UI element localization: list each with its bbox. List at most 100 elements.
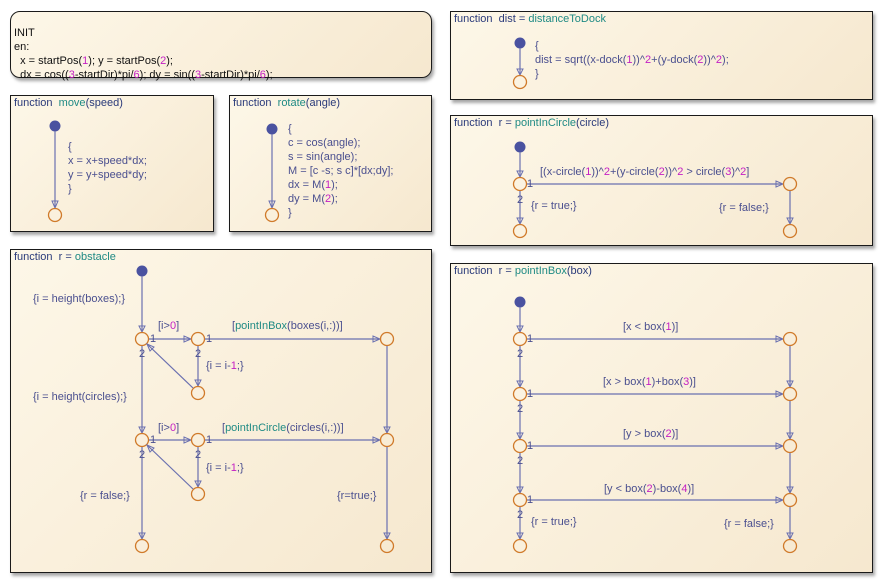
move-function-title: function move(speed) — [14, 97, 123, 109]
arrowhead-icon — [268, 200, 276, 210]
order-label: 1 — [527, 333, 534, 345]
arrowhead-icon — [516, 486, 524, 495]
junction — [190, 432, 206, 448]
order-label: 2 — [517, 348, 524, 360]
junction — [782, 386, 798, 402]
arrowhead-icon — [775, 442, 785, 450]
arrowhead-icon — [194, 480, 202, 489]
arrowhead-icon — [786, 380, 794, 389]
junction — [782, 331, 798, 347]
order-label: 2 — [195, 348, 202, 360]
box-condition[interactable]: [pointInBox(boxes(i,:))] — [232, 320, 343, 332]
true-action[interactable]: {r = true;} — [531, 516, 577, 528]
arrowhead-icon — [516, 380, 524, 389]
move-function-box[interactable]: function move(speed) { x = x+speed*dx; y… — [10, 95, 214, 232]
loop-junction — [134, 432, 150, 448]
move-diagram — [47, 120, 63, 223]
init-boxes-action[interactable]: {i = height(boxes);} — [33, 293, 126, 305]
order-label: 1 — [527, 440, 534, 452]
terminal-junction — [264, 207, 280, 223]
init-state-code: INIT en: x = startPos(1); y = startPos(2… — [14, 12, 273, 82]
order-label: 1 — [527, 178, 534, 190]
junction — [190, 385, 206, 401]
box-diagram — [512, 296, 798, 554]
junction — [190, 486, 206, 502]
arrowhead-icon — [183, 436, 193, 444]
arrowhead-icon — [383, 532, 391, 541]
junction — [782, 176, 798, 192]
entry-label: en: — [14, 41, 30, 53]
distance-function-box[interactable]: function dist = distanceToDock { dist = … — [450, 11, 873, 100]
guard-label[interactable]: [i>0] — [158, 320, 180, 332]
circle-function-title: function r = pointInCircle(circle) — [454, 117, 610, 129]
junction — [379, 331, 395, 347]
arrowhead-icon — [786, 432, 794, 441]
arrowhead-icon — [194, 379, 202, 388]
arrowhead-icon — [516, 217, 524, 226]
circle-condition[interactable]: [pointInCircle(circles(i,:))] — [222, 422, 344, 434]
obstacle-function-title: function r = obstacle — [14, 251, 116, 263]
terminal-junction — [512, 538, 528, 554]
condition-2[interactable]: [x > box(1)+box(3)] — [603, 376, 696, 388]
arrowhead-icon — [775, 180, 785, 188]
box-function-title: function r = pointInBox(box) — [454, 265, 592, 277]
rotate-function-box[interactable]: function rotate(angle) { c = cos(angle);… — [229, 95, 432, 232]
transition-line — [146, 444, 194, 490]
init-line-2: dx = cos((3-startDir)*pi/6); dy = sin((3… — [20, 69, 273, 81]
init-state[interactable]: INIT en: x = startPos(1); y = startPos(2… — [10, 11, 432, 81]
order-label: 2 — [517, 455, 524, 467]
order-label: 2 — [139, 449, 146, 461]
box-function-box[interactable]: function r = pointInBox(box) [x < box(1)… — [450, 263, 873, 573]
init-circles-action[interactable]: {i = height(circles);} — [33, 391, 127, 403]
arrowhead-icon — [786, 532, 794, 541]
junction — [782, 438, 798, 454]
guard-label[interactable]: [i>0] — [158, 422, 180, 434]
arrowhead-icon — [516, 325, 524, 334]
transition-line — [146, 343, 194, 389]
condition-3[interactable]: [y > box(2)] — [623, 428, 679, 440]
order-label: 2 — [517, 509, 524, 521]
arrowhead-icon — [183, 335, 193, 343]
decision-junction — [512, 176, 528, 192]
arrowhead-icon — [383, 426, 391, 435]
obstacle-function-box[interactable]: function r = obstacle — [10, 249, 432, 573]
decrement-action[interactable]: {i = i-1;} — [206, 360, 244, 372]
default-transition-dot — [49, 120, 61, 132]
arrowhead-icon — [775, 390, 785, 398]
true-action[interactable]: {r=true;} — [337, 490, 377, 502]
arrowhead-icon — [775, 496, 785, 504]
decrement-action[interactable]: {i = i-1;} — [206, 462, 244, 474]
obstacle-diagram — [134, 265, 395, 554]
order-label: 1 — [150, 333, 157, 345]
arrowhead-icon — [516, 432, 524, 441]
circle-diagram — [512, 141, 798, 239]
decision-junction — [512, 438, 528, 454]
terminal-junction — [782, 223, 798, 239]
init-state-name: INIT — [14, 27, 35, 39]
junction — [782, 492, 798, 508]
circle-function-box[interactable]: function r = pointInCircle(circle) [(x-c… — [450, 115, 873, 246]
true-action[interactable]: {r = true;} — [531, 200, 577, 212]
order-label: 1 — [206, 434, 213, 446]
order-label: 1 — [527, 494, 534, 506]
default-transition-dot — [514, 37, 526, 49]
arrowhead-icon — [138, 325, 146, 334]
false-action[interactable]: {r = false;} — [724, 518, 774, 530]
false-action[interactable]: {r = false;} — [719, 202, 769, 214]
distance-diagram — [512, 37, 528, 90]
false-action[interactable]: {r = false;} — [80, 490, 130, 502]
transition-condition[interactable]: [(x-circle(1))^2+(y-circle(2))^2 > circl… — [540, 166, 750, 178]
condition-1[interactable]: [x < box(1)] — [623, 321, 679, 333]
order-label: 1 — [206, 333, 213, 345]
arrowhead-icon — [372, 335, 382, 343]
arrowhead-icon — [146, 444, 155, 453]
junction — [379, 432, 395, 448]
arrowhead-icon — [138, 532, 146, 541]
init-line-1: x = startPos(1); y = startPos(2); — [20, 55, 173, 67]
arrowhead-icon — [51, 200, 59, 210]
arrowhead-icon — [516, 170, 524, 179]
order-label: 2 — [517, 403, 524, 415]
condition-4[interactable]: [y < box(2)-box(4)] — [604, 483, 695, 495]
order-label: 2 — [195, 449, 202, 461]
order-label: 1 — [527, 388, 534, 400]
